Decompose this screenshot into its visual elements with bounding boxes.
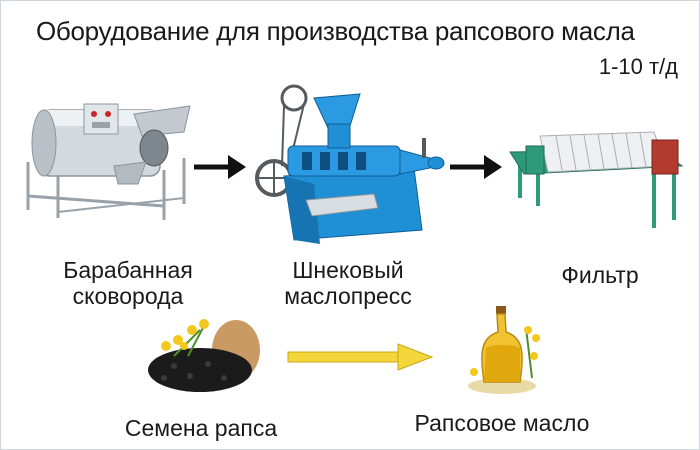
filter-label: Фильтр bbox=[540, 262, 660, 288]
arrow-right-icon bbox=[192, 152, 248, 182]
roaster-label: Барабанная сковорода bbox=[48, 257, 208, 309]
filter-press-icon bbox=[504, 120, 688, 236]
rapeseed-icon bbox=[144, 316, 262, 396]
oil-bottle-icon bbox=[462, 298, 548, 396]
screw-oil-press-icon bbox=[254, 80, 450, 248]
rapeseed-label: Семена рапса bbox=[106, 415, 296, 441]
drum-roaster-icon bbox=[14, 92, 196, 224]
capacity-label: 1-10 т/д bbox=[599, 54, 678, 80]
oil-press-label: Шнековый маслопресс bbox=[268, 257, 428, 309]
rapeseed-oil-label: Рапсовое масло bbox=[402, 410, 602, 436]
diagram-title: Оборудование для производства рапсового … bbox=[36, 16, 635, 47]
arrow-right-icon bbox=[448, 152, 504, 182]
arrow-right-icon bbox=[286, 342, 436, 372]
